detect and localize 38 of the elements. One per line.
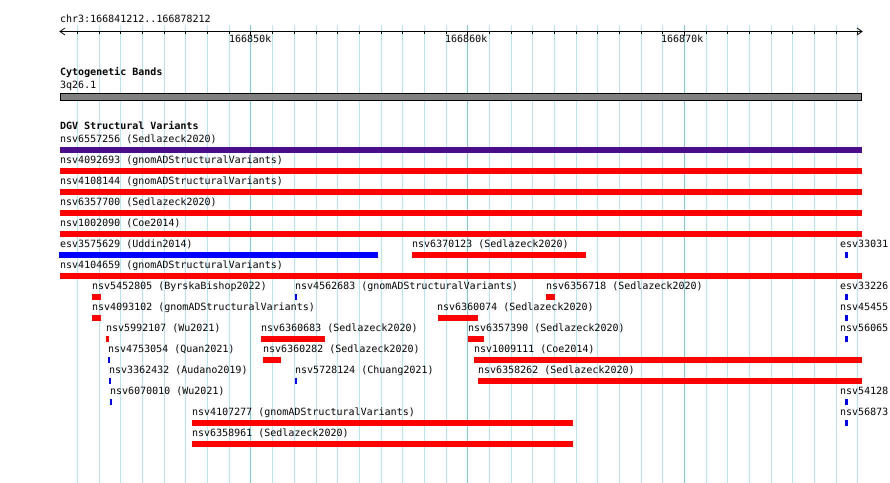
tick-label: 166850k xyxy=(229,34,272,46)
band-label: 3q26.1 xyxy=(60,80,98,92)
tick-label: 166860k xyxy=(445,34,488,46)
variant-label: nsv4753054 (Quan2021) xyxy=(108,344,234,356)
variant-label: nsv5728124 (Chuang2021) xyxy=(295,365,434,377)
variant-label: nsv6358961 (Sedlazeck2020) xyxy=(192,428,350,440)
track-title: Cytogenetic Bands xyxy=(60,67,162,79)
tick-label: 166870k xyxy=(661,34,704,46)
variant-label: esv3575629 (Uddin2014) xyxy=(60,239,194,251)
variant-label: nsv6360282 (Sedlazeck2020) xyxy=(263,344,420,356)
variant-label: esv33226 xyxy=(840,281,888,293)
variant-label: nsv56065 xyxy=(840,323,888,335)
variant-label: nsv6358262 (Sedlazeck2020) xyxy=(478,365,636,377)
variant-label: nsv6356718 (Sedlazeck2020) xyxy=(546,281,703,293)
variant-label: nsv5992107 (Wu2021) xyxy=(106,323,220,335)
variant-label: nsv3362432 (Audano2019) xyxy=(109,365,248,377)
variant-label: nsv4107277 (gnomADStructuralVariants) xyxy=(192,407,416,419)
variant-label: nsv1002090 (Coe2014) xyxy=(60,218,182,230)
variant-label: nsv6070010 (Wu2021) xyxy=(110,386,224,398)
variant-label: nsv45455 xyxy=(840,302,888,314)
variant-label: nsv6357700 (Sedlazeck2020) xyxy=(60,197,218,209)
variant-label: nsv54128 xyxy=(840,386,888,398)
variant-label: nsv6557256 (Sedlazeck2020) xyxy=(60,134,218,146)
variant-label: nsv6370123 (Sedlazeck2020) xyxy=(412,239,570,251)
variant-label: nsv5452805 (ByrskaBishop2022) xyxy=(92,281,267,293)
variant-label: nsv4093102 (gnomADStructuralVariants) xyxy=(92,302,315,314)
variant-label: nsv4108144 (gnomADStructuralVariants) xyxy=(60,176,284,188)
variant-label: nsv6357390 (Sedlazeck2020) xyxy=(468,323,625,335)
variant-label: esv33031 xyxy=(840,239,888,251)
variant-label: nsv4092693 (gnomADStructuralVariants) xyxy=(60,155,284,167)
variant-label: nsv6360683 (Sedlazeck2020) xyxy=(261,323,418,335)
variant-label: nsv4104659 (gnomADStructuralVariants) xyxy=(60,260,284,272)
variant-label: nsv56873 xyxy=(840,407,888,419)
track-title: DGV Structural Variants xyxy=(60,121,198,133)
variant-label: nsv4562683 (gnomADStructuralVariants) xyxy=(295,281,518,293)
variant-label: nsv1009111 (Coe2014) xyxy=(474,344,596,356)
coordinate-label: chr3:166841212..166878212 xyxy=(60,14,211,26)
variant-label: nsv6360074 (Sedlazeck2020) xyxy=(437,302,594,314)
